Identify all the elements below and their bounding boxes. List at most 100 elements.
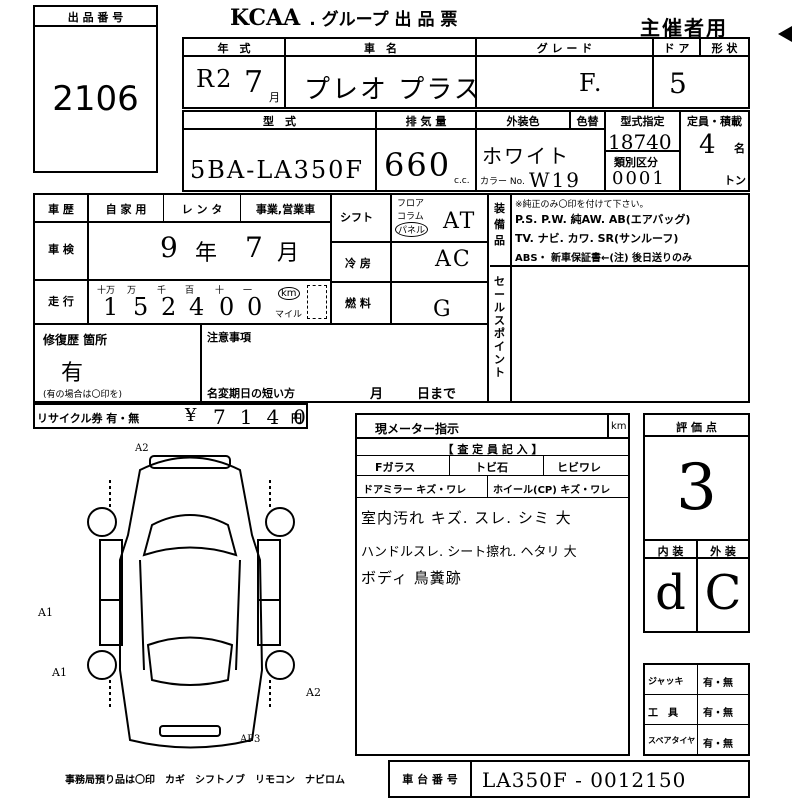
shift-label: シフト: [340, 211, 373, 224]
color-value: ホワイト: [482, 144, 570, 168]
diagram-mark-a1-left: A1: [38, 606, 53, 619]
lot-label: 出 品 番 号: [67, 11, 124, 24]
exterior-value: C: [704, 565, 742, 621]
diagram-mark-a2-top: A2: [135, 443, 149, 454]
year-value: R2: [196, 65, 234, 93]
history-business[interactable]: 事業,営業車: [255, 203, 316, 216]
mileage-digit-2: 5: [133, 293, 151, 321]
main-block: 車 歴 自 家 用 レ ン タ 事業,営業車 車 検 9 年 7 月 走 行 十…: [33, 193, 750, 403]
recycle-box: リサイクル券 有・無 ¥ 7140 円: [33, 403, 308, 429]
fuel-value: G: [433, 297, 453, 322]
capacity-label: 定員・積載: [687, 115, 742, 128]
extra-spare-label: スペアタイヤ: [648, 736, 696, 745]
door-label: ド ア: [663, 42, 690, 55]
glass-label[interactable]: Fガラス: [375, 461, 416, 474]
mileage-mile[interactable]: マイル: [275, 310, 303, 320]
lot-number: 2106: [52, 79, 139, 119]
header-title: . グループ 出 品 票: [309, 10, 458, 30]
car-name: プレオ プラス: [304, 75, 482, 105]
history-rental[interactable]: レ ン タ: [181, 203, 223, 216]
mileage-unit-5: 十: [215, 286, 225, 296]
rename-day: 日まで: [417, 387, 457, 402]
rating-box: 評 価 点 3 内 装 外 装 d C: [643, 413, 750, 633]
meter-label: 現メーター指示: [375, 422, 460, 436]
type-cert-label: 型式指定: [620, 115, 665, 128]
shift-option-column[interactable]: コラム: [397, 212, 424, 222]
extras-box: ジャッキ 有・無 工 具 有・無 スペアタイヤ 有・無: [643, 663, 750, 756]
extra-jack-value[interactable]: 有・無: [703, 678, 733, 689]
model-label: 車 名: [364, 42, 397, 55]
wheel-label[interactable]: ホイール(CP) キズ・ワレ: [493, 485, 611, 496]
displacement-label: 排 気 量: [405, 115, 447, 128]
lot-box: 出 品 番 号 2106: [33, 5, 158, 173]
rating-label: 評 価 点: [676, 421, 717, 434]
repair-value: 有: [61, 361, 84, 386]
grade-value: F.: [579, 69, 604, 97]
history-private[interactable]: 自 家 用: [105, 203, 147, 216]
extra-jack-label: ジャッキ: [648, 677, 684, 687]
exterior-label: 外 装: [710, 545, 736, 558]
shift-option-floor[interactable]: フロア: [397, 199, 425, 209]
equipment-line-2: TV. ナビ. カワ. SR(サンルーフ): [515, 232, 679, 245]
diagram-mark-ap3: AP3: [240, 734, 261, 745]
mileage-checkbox[interactable]: [307, 285, 327, 319]
color-code-label: カラー No.: [480, 177, 525, 187]
crack-label[interactable]: ヒビワレ: [557, 461, 601, 474]
extra-tools-label: 工 具: [648, 708, 678, 719]
mileage-km[interactable]: km: [278, 287, 300, 300]
type-cert-value: 18740: [608, 130, 672, 154]
comment-2: ハンドルスレ. シート擦れ. ヘタリ 大: [361, 545, 577, 560]
interior-label: 内 装: [657, 545, 684, 558]
comment-3: ボディ 鳥糞跡: [361, 569, 462, 587]
mileage-unit-6: 一: [243, 286, 253, 296]
organizer-label: 主催者用: [640, 16, 728, 40]
sales-point-label: セールスポイント: [494, 275, 505, 379]
recycle-label: リサイクル券 有・無: [37, 412, 140, 425]
inspection-month-unit: 月: [277, 241, 302, 266]
mileage-digit-6: 0: [247, 293, 265, 321]
extra-spare-value[interactable]: 有・無: [703, 739, 733, 750]
meter-box: 現メーター指示 km 【 査 定 員 記 入 】 Fガラス トビ石 ヒビワレ ド…: [355, 413, 630, 756]
header-logo: KCAA: [230, 5, 301, 31]
inspector-title: 【 査 定 員 記 入 】: [442, 443, 543, 456]
equipment-note: ※純正のみ〇印を付けて下さい。: [515, 200, 649, 210]
mileage-unit-2: 万: [127, 286, 137, 296]
comment-1: 室内汚れ キズ. スレ. シミ 大: [361, 509, 572, 527]
displacement-value: 660: [384, 146, 452, 184]
repair-label: 修復歴 箇所: [43, 333, 108, 347]
mileage-unit-1: 十万: [97, 286, 116, 296]
chip-label[interactable]: トビ石: [475, 461, 508, 474]
mirror-label[interactable]: ドアミラー キズ・ワレ: [363, 485, 467, 496]
rename-month: 月: [370, 387, 384, 402]
diagram-mark-a1-bottom: A1: [52, 666, 67, 679]
mileage-digit-5: 0: [219, 293, 237, 321]
ac-label: 冷 房: [345, 257, 371, 270]
office-note: 事務局預り品は〇印 カギ シフトノブ リモコン ナビロム: [65, 775, 345, 786]
grade-label: グ レ ー ド: [536, 42, 593, 55]
month-unit: 月: [269, 91, 280, 104]
person-unit: 名: [734, 142, 745, 155]
recycle-amount: 7140: [213, 405, 320, 429]
inspection-year-unit: 年: [195, 241, 220, 266]
car-body-outline: [119, 456, 264, 749]
equipment-line-1: P.S. P.W. 純AW. AB(エアバッグ): [515, 213, 691, 226]
meter-unit: km: [611, 421, 627, 432]
type-label: 型 式: [263, 115, 296, 128]
cc-unit: c.c.: [454, 176, 470, 186]
diagram-mark-a2-right: A2: [306, 686, 321, 699]
inspection-label: 車 検: [48, 243, 74, 256]
interior-value: d: [655, 565, 686, 621]
inspection-month: 7: [245, 231, 265, 264]
car-diagram: [87, 455, 295, 749]
type-value: 5BA-LA350F: [190, 156, 365, 184]
notes-label: 注意事項: [207, 331, 251, 344]
header: KCAA . グループ 出 品 票: [230, 5, 458, 31]
history-label: 車 歴: [48, 203, 74, 216]
extra-tools-value[interactable]: 有・無: [703, 708, 733, 719]
recycle-unit: 円: [291, 412, 302, 425]
row2-box: 型 式 排 気 量 外装色 色替 型式指定 定員・積載 類別区分 5BA-LA3…: [182, 110, 750, 192]
shift-option-panel[interactable]: パネル: [395, 222, 429, 237]
rename-label: 名変期日の短い方: [207, 387, 295, 400]
month-value: 7: [244, 65, 266, 100]
corner-arrow-icon: [778, 26, 792, 42]
